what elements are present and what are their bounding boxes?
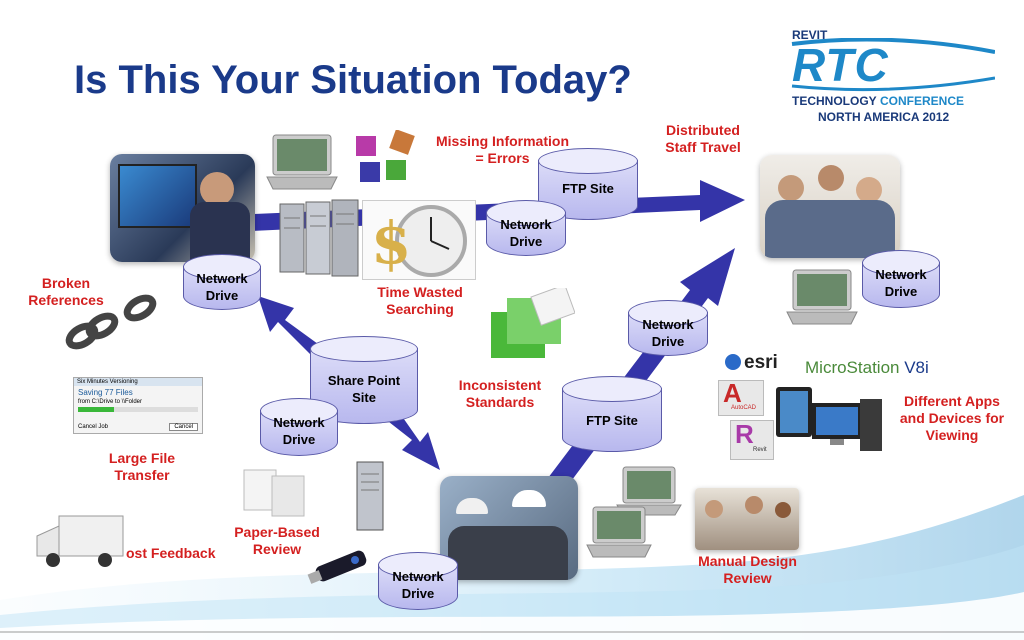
photo-design-review: [695, 488, 799, 550]
cylinder-ftp-site-bottom: FTP Site: [562, 376, 662, 452]
time-money-image: $: [362, 200, 476, 280]
person-head: [745, 496, 763, 514]
puzzle-pieces-icon: [356, 130, 415, 182]
cancel-button[interactable]: Cancel: [169, 423, 198, 431]
team-bodies: [765, 200, 895, 258]
logo-rtc: RTC: [792, 39, 889, 91]
person-head: [778, 175, 804, 201]
photo-team-meeting: [760, 155, 900, 258]
autocad-label: AutoCAD: [731, 405, 757, 411]
cylinder-ftp-site-top: FTP Site: [538, 148, 638, 220]
laptops-stack-icon: [586, 466, 682, 558]
arrow-up-right: [548, 248, 735, 488]
esri-label: esri: [744, 352, 778, 373]
person-head: [775, 502, 791, 518]
person-head: [818, 165, 844, 191]
dialog-saving: Saving 77 Files: [78, 388, 133, 397]
usb-drive-icon: [307, 550, 367, 584]
revit-icon: R Revit: [730, 420, 774, 460]
file-transfer-dialog: Six Minutes Versioning Saving 77 Files f…: [73, 377, 203, 434]
microstation-label: MicroStation: [805, 358, 900, 377]
esri-logo: esri: [725, 352, 778, 374]
arrow-top: [230, 180, 745, 232]
clock-icon: $: [371, 205, 467, 277]
cylinder-label: FTP Site: [562, 181, 614, 196]
logo-technology: TECHNOLOGY: [792, 94, 877, 108]
logo-swoosh-icon: [791, 38, 995, 92]
person-body: [190, 202, 250, 262]
logo-revit: REVIT: [792, 28, 828, 42]
progress-fill: [78, 407, 114, 412]
dialog-title: Six Minutes Versioning: [74, 378, 202, 386]
logo-region: NORTH AMERICA 2012: [818, 110, 950, 124]
dialog-from: from C:\Drive to \\Folder: [78, 399, 143, 405]
label-missing-information: Missing Information= Errors: [436, 133, 569, 166]
workers-bodies: [448, 526, 568, 580]
progress-bar: [78, 407, 198, 412]
hardhat-icon: [456, 498, 488, 514]
logo-conference: CONFERENCE: [880, 94, 965, 108]
person-head: [200, 172, 234, 206]
laptop-icon: [786, 269, 858, 325]
hardhat-icon: [512, 490, 546, 507]
photo-construction-workers: [440, 476, 578, 580]
broken-chain-icon: [65, 294, 157, 350]
laptop-icon: [266, 134, 338, 190]
revit-label: Revit: [753, 447, 767, 453]
microstation-logo: MicroStation V8i: [805, 358, 929, 378]
server-rack-icon: [279, 199, 359, 277]
server-tower-icon: [356, 461, 384, 531]
devices-icon: [776, 387, 882, 451]
v8i-label: V8i: [904, 358, 929, 377]
rtc-logo: REVIT RTC TECHNOLOGY CONFERENCE NORTH AM…: [790, 24, 1000, 124]
person-head: [705, 500, 723, 518]
globe-icon: [725, 354, 741, 370]
svg-text:$: $: [371, 209, 411, 277]
logo-technology-line: TECHNOLOGY CONFERENCE: [792, 94, 964, 108]
label-lost-feedback: ost Feedback: [126, 545, 216, 561]
dialog-checkbox[interactable]: Cancel Job: [78, 424, 109, 430]
slide-title: Is This Your Situation Today?: [74, 58, 632, 102]
autocad-icon: A AutoCAD: [718, 380, 764, 416]
delivery-truck-icon: [36, 515, 124, 567]
photo-engineer-at-screen: [110, 154, 255, 262]
screen-graphic: [118, 164, 197, 228]
paper-documents-icon: [243, 469, 305, 517]
person-head: [856, 177, 882, 203]
folders-icon: [491, 288, 575, 358]
